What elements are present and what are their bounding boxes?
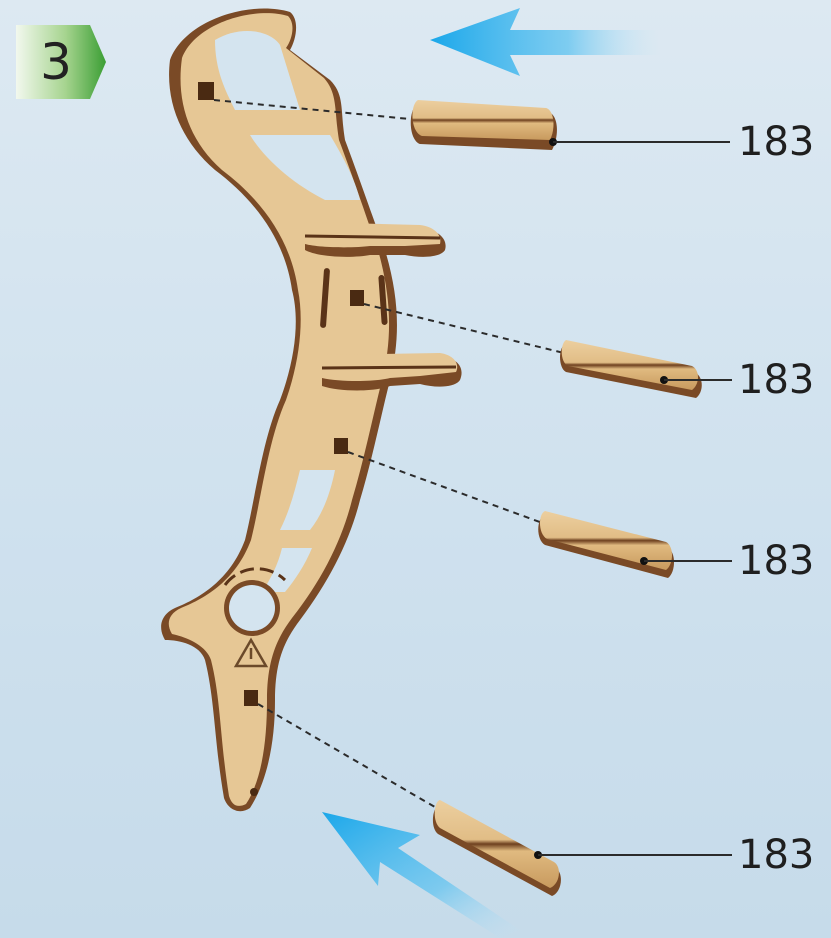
peg-part <box>433 800 561 896</box>
part-label: 183 <box>738 833 814 877</box>
peg-part <box>411 100 557 150</box>
leader-lines <box>538 142 732 855</box>
peg-hole <box>350 290 364 306</box>
guide-line <box>258 704 440 810</box>
peg-hole <box>198 82 214 100</box>
part-label: 183 <box>738 539 814 583</box>
peg-hole <box>244 690 258 706</box>
peg-hole <box>334 438 348 454</box>
cross-piece-lower <box>322 353 462 391</box>
peg-part <box>560 340 702 398</box>
move-arrow-icon <box>430 8 660 76</box>
grip-hole <box>229 585 275 631</box>
bow-riser <box>161 9 397 812</box>
part-label: 183 <box>738 120 814 164</box>
peg-part <box>538 511 674 578</box>
part-label: 183 <box>738 358 814 402</box>
cross-piece-upper <box>305 222 446 257</box>
step-number: 3 <box>30 27 82 97</box>
guide-line <box>348 452 548 525</box>
